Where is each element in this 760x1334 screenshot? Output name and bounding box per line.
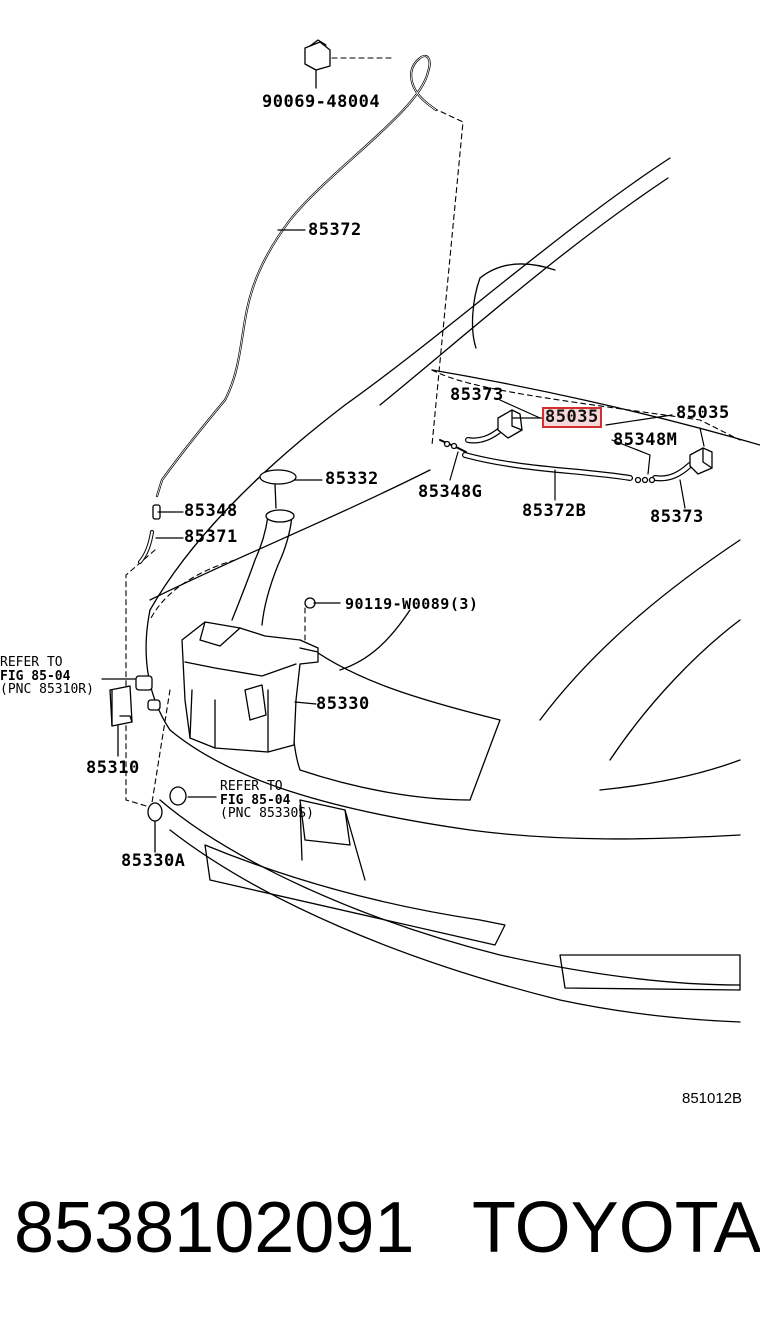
label-85348G: 85348G bbox=[418, 482, 483, 502]
diagram-code: 851012B bbox=[682, 1090, 743, 1107]
hose-85371 bbox=[138, 530, 154, 564]
label-90119-W0089: 90119-W0089(3) bbox=[345, 595, 479, 613]
label-85373-bottom: 85373 bbox=[650, 507, 704, 527]
label-85330A: 85330A bbox=[121, 851, 186, 871]
leader-lines bbox=[101, 229, 705, 798]
refer-line: (PNC 85310R) bbox=[0, 682, 94, 698]
label-85372: 85372 bbox=[308, 220, 362, 240]
refer-line: FIG 85-04 bbox=[220, 792, 291, 808]
car-body bbox=[145, 157, 760, 1023]
label-85035-right: 85035 bbox=[676, 403, 730, 423]
part-number: 8538102091 bbox=[14, 1188, 415, 1268]
washer-tank-85330 bbox=[181, 469, 319, 753]
label-85035-highlighted[interactable]: 85035 bbox=[542, 407, 602, 428]
brand-name: TOYOTA bbox=[472, 1188, 760, 1268]
hood-hose-85372B bbox=[439, 427, 693, 484]
washer-hose-85372 bbox=[155, 54, 438, 498]
refer-note-85310R: REFER TO FIG 85-04 (PNC 85310R) bbox=[0, 656, 94, 697]
refer-line: REFER TO bbox=[0, 655, 63, 670]
refer-line: FIG 85-04 bbox=[0, 668, 71, 684]
label-85330: 85330 bbox=[316, 694, 370, 714]
label-85310: 85310 bbox=[86, 758, 140, 778]
label-85348M: 85348M bbox=[613, 430, 678, 450]
label-85332: 85332 bbox=[325, 469, 379, 489]
refer-note-85330S: REFER TO FIG 85-04 (PNC 85330S) bbox=[220, 780, 314, 821]
clip-90069 bbox=[304, 39, 331, 89]
bolt-90119 bbox=[304, 597, 341, 609]
refer-line: REFER TO bbox=[220, 779, 283, 794]
label-85371: 85371 bbox=[184, 527, 238, 547]
refer-line: (PNC 85330S) bbox=[220, 806, 314, 822]
label-90069-48004: 90069-48004 bbox=[262, 92, 381, 112]
grommet-85330A bbox=[147, 786, 187, 853]
nozzle-85035-left bbox=[497, 409, 523, 439]
pump-85310 bbox=[109, 675, 161, 757]
parts-diagram bbox=[101, 39, 760, 1023]
label-85348: 85348 bbox=[184, 501, 238, 521]
label-85372B: 85372B bbox=[522, 501, 587, 521]
label-85373-top: 85373 bbox=[450, 385, 504, 405]
nozzle-85035-right bbox=[689, 447, 713, 475]
